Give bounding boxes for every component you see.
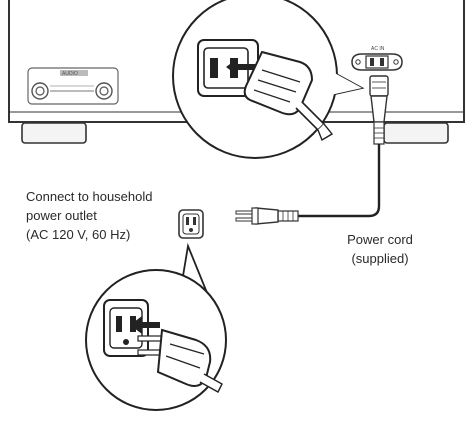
outlet-zoom-callout <box>85 242 227 411</box>
ac-inlet-marking: AC IN <box>371 46 385 52</box>
right-foot <box>383 122 449 144</box>
power-cord <box>298 144 381 218</box>
outlet-label-line2: power outlet <box>26 208 97 223</box>
left-terminal <box>31 82 49 100</box>
left-foot <box>21 122 87 144</box>
wall-plug-small <box>235 207 299 225</box>
ac-inlet: AC IN <box>351 46 403 71</box>
insert-arrow-top <box>226 58 262 76</box>
outlet-label-line3: (AC 120 V, 60 Hz) <box>26 227 131 242</box>
outlet-label-line1: Connect to household <box>26 189 153 204</box>
outlet-label: Connect to household power outlet (AC 12… <box>26 187 152 244</box>
right-terminal <box>95 82 113 100</box>
cord-label-line1: Power cord <box>347 232 413 247</box>
cord-label-line2: (supplied) <box>351 251 409 266</box>
cord-label: Power cord (supplied) <box>320 230 440 268</box>
audio-panel-marking: AUDIO <box>62 71 78 77</box>
insert-arrow-bottom <box>130 316 160 334</box>
audio-terminal-panel: AUDIO <box>27 67 119 105</box>
inlet-zoom-callout <box>172 0 365 159</box>
household-outlet-icon <box>178 209 204 239</box>
